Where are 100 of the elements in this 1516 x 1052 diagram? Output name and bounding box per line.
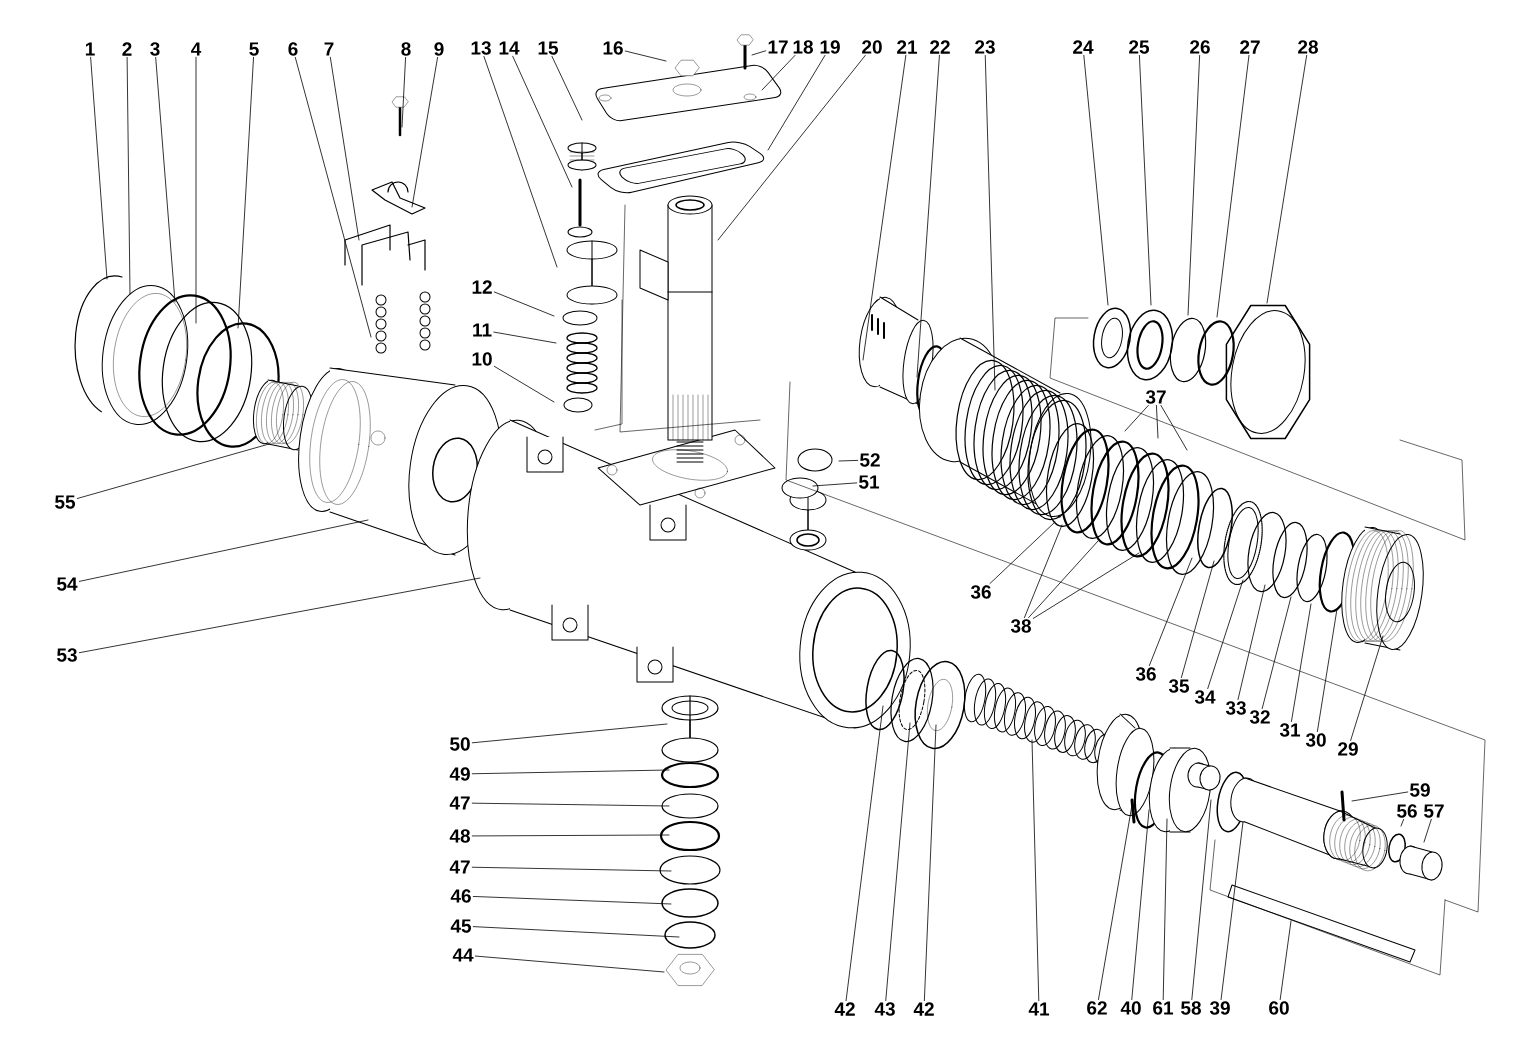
leader-line [1220,821,1244,1000]
callout-number: 53 [57,648,77,662]
leader-line [1279,920,1292,1000]
callout-number: 47 [449,860,470,874]
leader-line [1124,405,1149,432]
leader-line [512,55,573,188]
callout-number: 5 [249,42,259,56]
leader-line [1032,552,1140,619]
leader-line [401,57,406,128]
leader-line [984,55,996,391]
callout-number: 45 [450,919,472,933]
callout-number: 55 [55,495,76,509]
leader-line [1423,818,1432,843]
callout-number: 62 [1087,1001,1107,1015]
leader-line [923,724,937,1002]
leader-line [1160,405,1188,451]
callout-number: 12 [472,280,492,294]
callout-number: 14 [499,41,520,55]
leader-line [294,57,372,338]
leader-line [78,577,481,654]
leader-line [483,56,558,268]
leader-line [78,519,369,582]
callout-number: 13 [471,41,491,55]
callout-number: 59 [1410,783,1430,797]
leader-line [1216,54,1250,318]
callout-number: 20 [862,40,882,54]
callout-number: 57 [1424,804,1444,818]
callout-number: 6 [288,42,298,56]
callout-number: 10 [472,352,492,366]
leader-line [126,56,131,295]
callout-number: 46 [450,889,471,903]
callout-number: 39 [1209,1001,1230,1015]
callout-number: 42 [913,1002,934,1016]
leader-line [1207,579,1244,689]
leader-line [1350,635,1384,741]
leader-line [1191,799,1212,1000]
leader-line [493,365,555,403]
callout-number: 27 [1240,40,1260,54]
leader-line [1316,608,1338,732]
callout-number: 48 [449,829,470,843]
leader-line [76,443,270,499]
callout-number: 16 [603,41,623,55]
leader-line [237,56,254,329]
leader-line [1237,584,1266,700]
leader-line [838,460,859,462]
leader-line [472,896,672,905]
leader-line [1098,804,1133,1000]
leader-line [1156,405,1159,439]
callout-number: 31 [1279,723,1301,737]
callout-number: 23 [975,40,995,54]
callout-number: 50 [450,737,470,751]
callout-number: 26 [1190,40,1210,54]
callout-number: 60 [1269,1001,1289,1015]
callout-number: 51 [859,475,880,489]
leader-line [1131,809,1150,1000]
callout-number: 15 [538,41,559,55]
leader-line [1187,55,1201,316]
leader-line [1083,54,1109,306]
leader-line [1024,524,1063,618]
leader-line [493,291,555,317]
callout-number: 7 [324,42,334,56]
callout-number: 54 [57,577,78,591]
callout-number: 4 [191,42,202,56]
leader-line [471,834,670,837]
leader-line [329,56,360,241]
callout-number: 9 [434,42,444,56]
callout-number: 58 [1181,1001,1201,1015]
leader-line [767,55,826,151]
callout-number: 41 [1028,1002,1050,1016]
leader-line [471,723,668,744]
leader-line [551,55,583,121]
leader-line [1148,557,1193,666]
leader-line [471,769,670,775]
leader-line [751,50,767,56]
leader-line [195,56,197,324]
leader-line [1261,596,1292,709]
leader-line [1351,791,1409,802]
callout-number: 44 [452,948,474,962]
callout-number: 32 [1249,710,1270,724]
callout-number: 19 [820,40,840,54]
leader-line [885,722,911,1001]
leader-line [812,482,858,487]
callout-number: 33 [1225,701,1246,715]
callout-number: 1 [85,42,95,56]
leader-line [1139,55,1152,306]
callout-number: 36 [1135,667,1156,681]
callout-number: 37 [1145,390,1166,404]
callout-number: 56 [1397,804,1417,818]
leader-line [1031,739,1040,1002]
leader-line [761,55,796,91]
callout-number: 28 [1298,40,1318,54]
callout-number: 21 [897,40,918,54]
callout-number: 34 [1194,690,1216,704]
callout-number: 47 [449,796,470,810]
leader-line [472,926,680,938]
leader-line [1400,819,1405,827]
callout-number: 8 [401,42,411,56]
leader-line [845,705,884,1002]
leader-line [717,55,866,241]
leader-line [90,56,108,280]
